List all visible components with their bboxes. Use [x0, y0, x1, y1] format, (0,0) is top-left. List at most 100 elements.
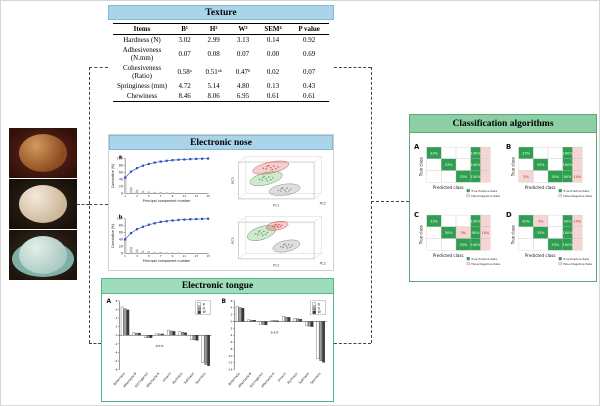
marker: [141, 164, 145, 167]
x-tick-label: 9: [172, 254, 174, 258]
bar-W: [207, 335, 210, 366]
matrix-cell: [480, 214, 491, 227]
matrix-cell: [426, 226, 442, 239]
matrix-cell: [533, 146, 549, 159]
scatter-point: [284, 243, 286, 245]
texture-item-label: Adhesiveness (N.mm): [122, 46, 162, 62]
bar-B: [305, 321, 308, 326]
y-tick-label: 40: [119, 178, 123, 182]
y-tick-label: 4: [231, 306, 233, 310]
scatter-point: [269, 166, 272, 169]
significance-annotation: a a b: [271, 330, 279, 334]
bar-W: [138, 332, 141, 336]
texture-value: 0.14: [266, 36, 280, 44]
matrix-cell: [455, 146, 471, 159]
scatter-point: [257, 233, 259, 236]
bar-W: [253, 319, 256, 322]
scatter-point: [262, 167, 265, 169]
matrix-cell-value: 33%: [537, 163, 545, 167]
marker: [201, 157, 204, 160]
matrix-cell-value: 100%: [471, 151, 482, 155]
texture-value: 0.47ᵇ: [235, 68, 251, 76]
connector-right-vertical: [371, 67, 372, 343]
y-tick-label: 60: [119, 230, 123, 234]
scatter-point: [265, 177, 267, 180]
scatter-point: [276, 225, 278, 227]
texture-value: 0.00: [266, 50, 280, 58]
y-tick-label: 2: [231, 313, 233, 317]
bar-H: [135, 332, 138, 336]
bar-B: [201, 335, 205, 363]
line-shape: [313, 156, 322, 163]
scatter-point: [278, 223, 280, 226]
legend-swatch: [466, 261, 470, 266]
marker: [129, 231, 133, 235]
scatter-point: [285, 190, 287, 193]
scatter-point: [280, 245, 282, 248]
connector-texture-right: [334, 67, 371, 68]
matrix-cell-value: 33%: [459, 175, 467, 179]
matrix-cell: [426, 170, 442, 183]
matrix-cell: [480, 146, 491, 159]
legend-swatch: [558, 188, 562, 193]
texture-value: 0.07: [178, 50, 191, 58]
scatter-point: [259, 230, 261, 232]
matrix-cell: [572, 170, 583, 183]
panel-letter: B: [222, 299, 227, 305]
variance-bar: [153, 191, 156, 194]
variance-bar: [123, 177, 127, 194]
bar-H: [284, 316, 288, 322]
marker: [124, 238, 127, 241]
pc3-label: PC3: [231, 237, 235, 243]
matrix-cell: [533, 238, 549, 251]
bar-B: [247, 319, 251, 322]
matrix-cell-value: 33%: [459, 243, 467, 247]
y-tick-label: -2: [115, 342, 118, 346]
matrix-cell: [518, 158, 534, 171]
legend-swatch-B: [312, 302, 316, 306]
marker: [195, 157, 198, 161]
legend-text: False Negative Rate: [563, 194, 592, 198]
bar-H: [261, 321, 265, 325]
marker: [135, 167, 139, 170]
category-label: Sourness: [194, 371, 206, 385]
brown-egg-photo: [9, 128, 77, 178]
variance-bar: [141, 250, 145, 254]
legend-text: False Negative Rate: [471, 262, 500, 266]
bar-W: [276, 320, 279, 322]
marker: [189, 157, 192, 161]
connector-tongue-right: [334, 343, 371, 344]
predicted-class-label: Predicted class: [433, 185, 464, 190]
bar-H: [238, 307, 242, 322]
connector-enose-left: [89, 204, 108, 205]
scatter-point: [275, 223, 277, 225]
marker: [165, 159, 168, 162]
category-label: Umami: [162, 371, 172, 382]
marker: [177, 218, 180, 222]
pc3-label: PC3: [231, 177, 235, 183]
x-tick-label: 13: [194, 254, 198, 258]
bar-W: [149, 335, 153, 338]
pc2-label: PC2: [320, 201, 326, 205]
scatter-point: [268, 176, 270, 178]
bar-W: [184, 332, 187, 336]
scatter-point: [277, 226, 279, 228]
texture-col-header: W³: [238, 25, 248, 33]
pc2-label: PC2: [320, 261, 326, 265]
texture-value: 0.51ᵃᵇ: [205, 68, 222, 76]
scatter-point: [266, 180, 269, 182]
x-tick-label: 1: [124, 194, 126, 198]
category-label: Richness: [171, 371, 183, 385]
texture-value: 0.58ᵃ: [177, 68, 192, 76]
bar-H: [192, 335, 196, 341]
predicted-class-label: Predicted class: [525, 185, 556, 190]
scatter-point: [267, 164, 270, 167]
bar-W: [172, 331, 176, 336]
bar-H: [296, 318, 300, 322]
scatter-point: [280, 187, 283, 190]
legend-text: False Negative Rate: [563, 262, 592, 266]
egg-photos-column: [9, 128, 77, 280]
